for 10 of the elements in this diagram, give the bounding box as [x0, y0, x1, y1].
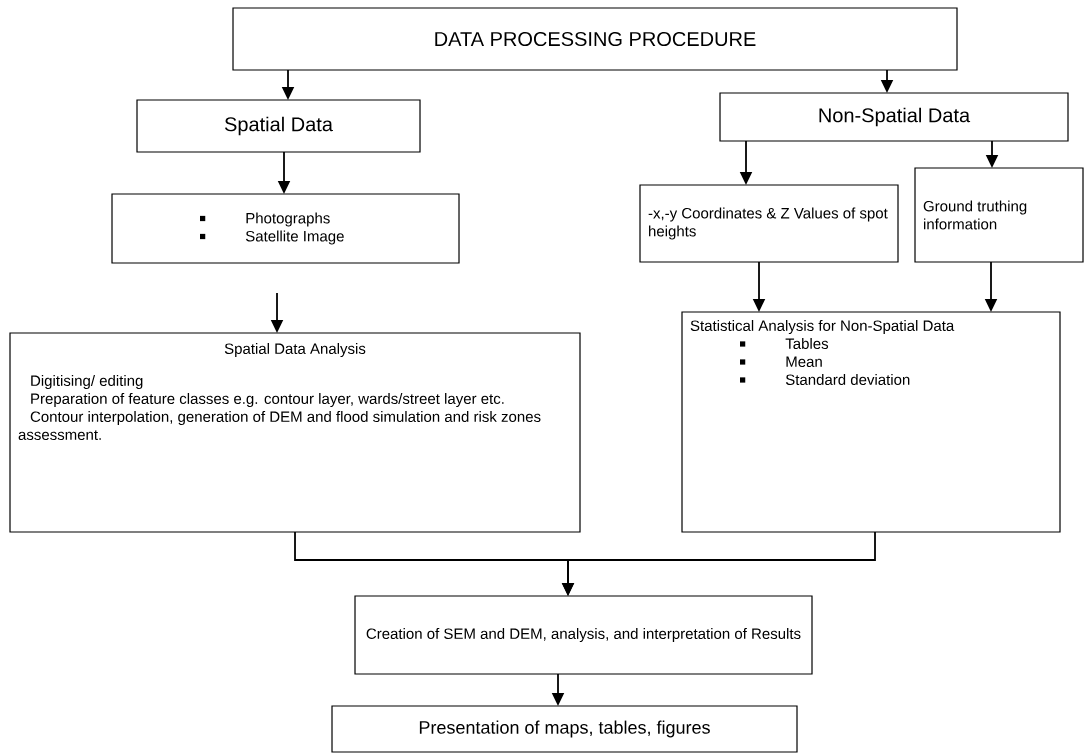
- process-box: DATA PROCESSING PROCEDURE: [232, 7, 958, 71]
- process-box: -x,-y Coordinates & Z Values of spot heights: [639, 184, 899, 263]
- process-box: Statistical Analysis for Non-Spatial Data Tables Mean Standard deviation: [681, 311, 1061, 533]
- process-box: Photographs Satellite Image: [111, 193, 460, 264]
- process-box: Spatial Data Analysis Digitising/ editing Preparation of feature classes e.g. contour layer, wards/street layer etc. Contour interpolation, generation of DEM and flood simulation and risk zones assessment.: [9, 332, 581, 533]
- process-box: Non-Spatial Data: [719, 92, 1069, 142]
- process-box: Spatial Data: [136, 99, 421, 153]
- process-box: Creation of SEM and DEM, analysis, and interpretation of Results: [354, 595, 813, 675]
- process-box: Presentation of maps, tables, figures: [331, 705, 798, 753]
- process-box: Ground truthing information: [914, 167, 1084, 263]
